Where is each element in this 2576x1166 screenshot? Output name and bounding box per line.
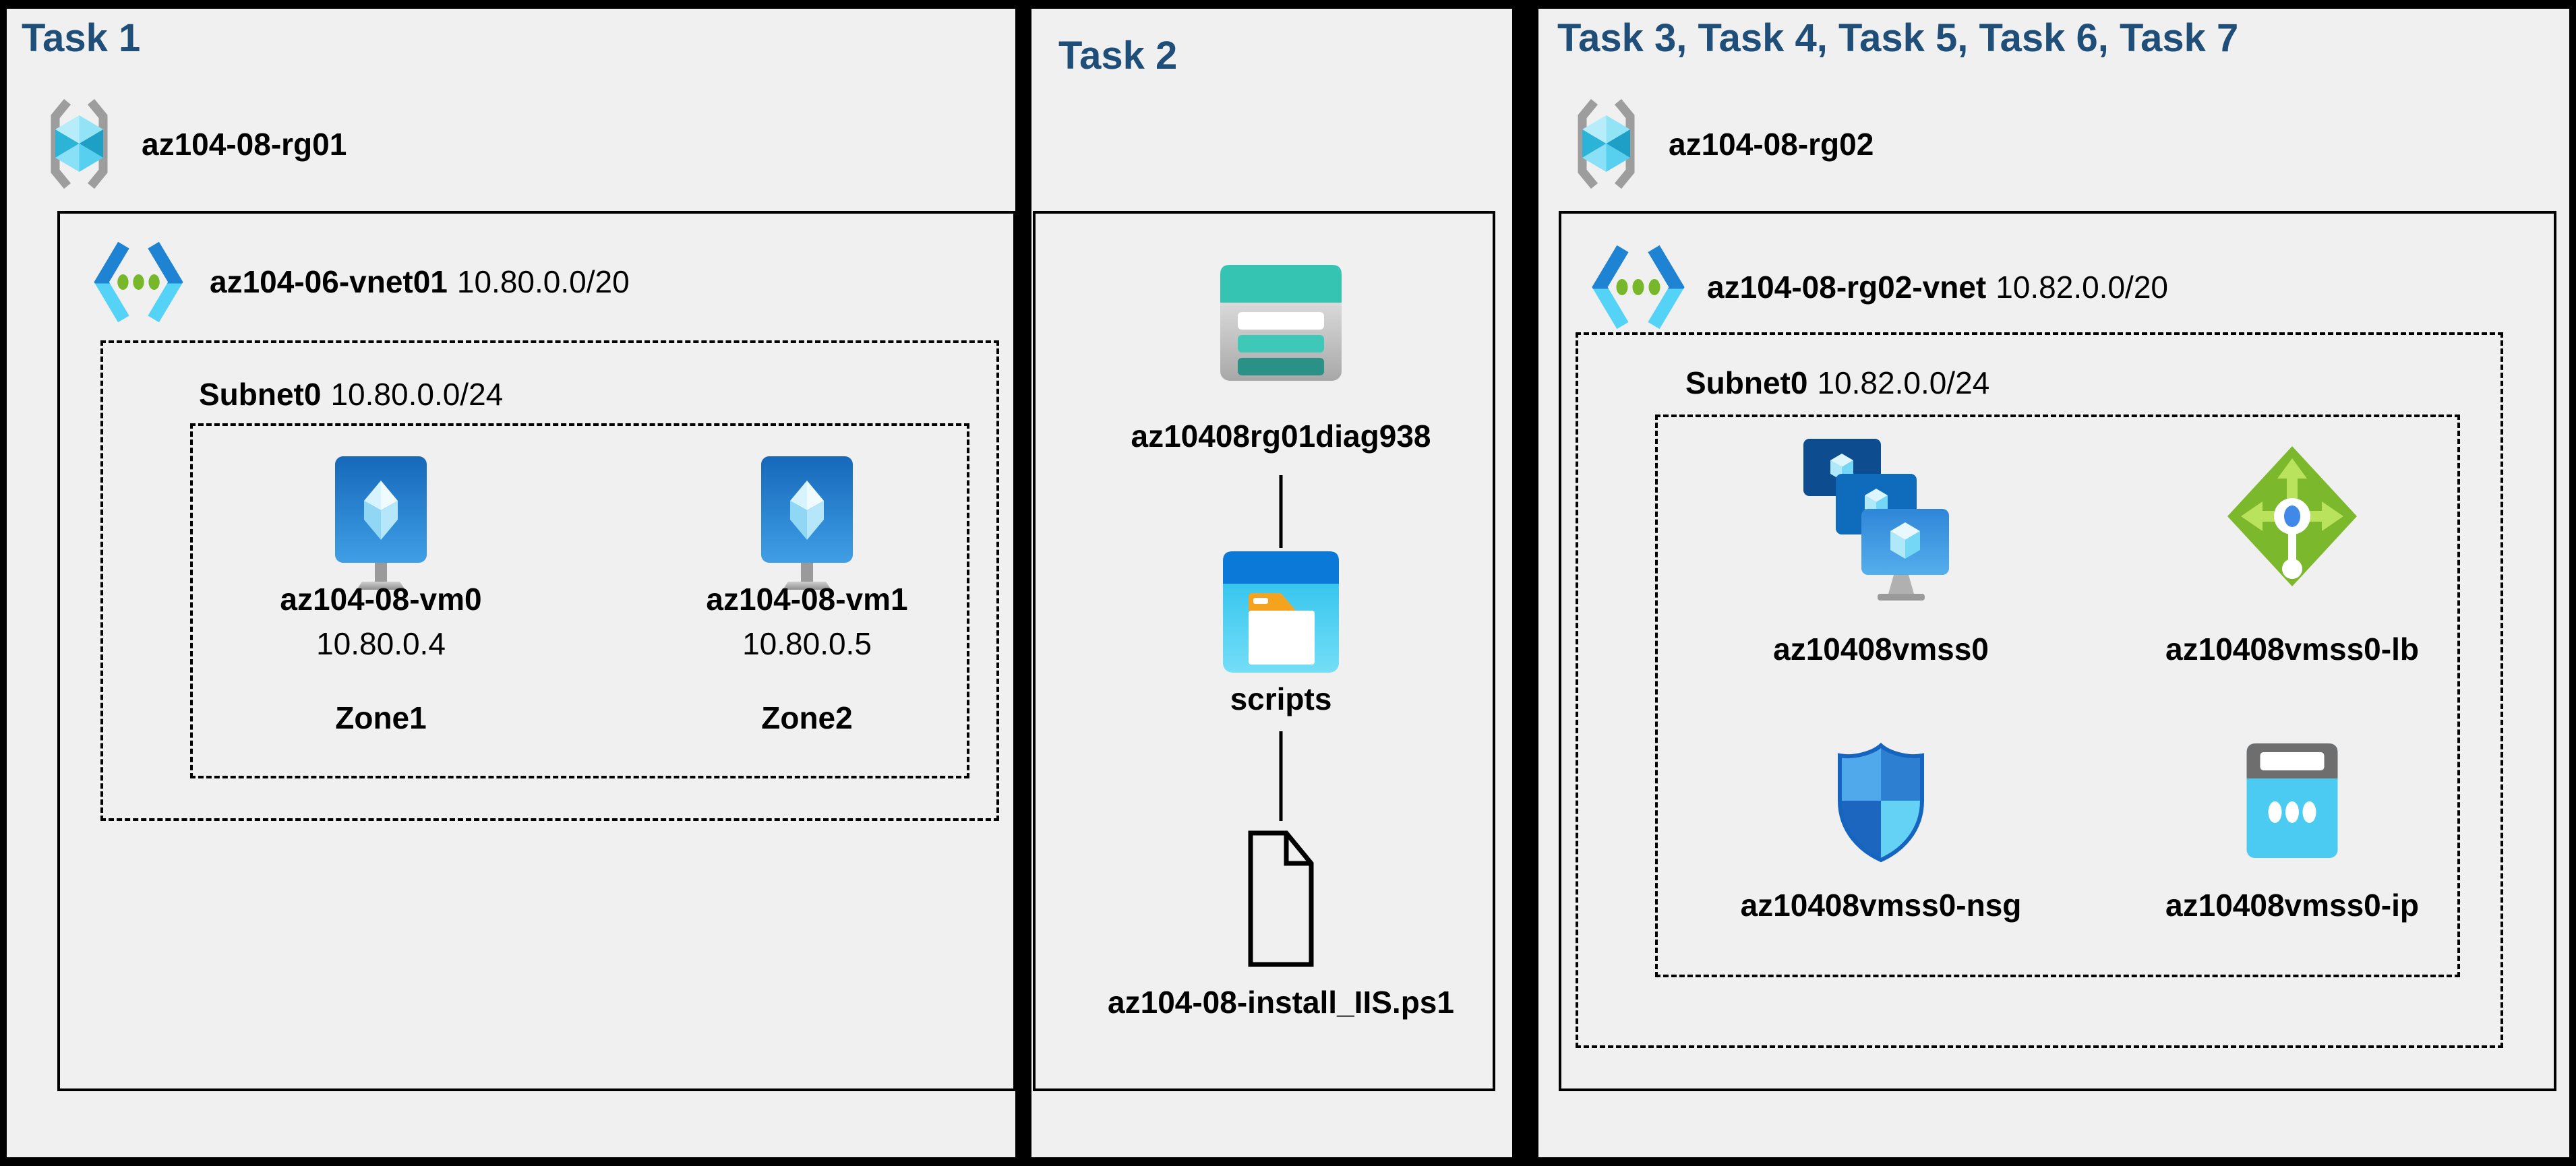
subnet-cidr: 10.80.0.0/24 — [330, 377, 504, 412]
task2-heading: Task 2 — [1058, 34, 1178, 78]
resource-group-icon — [47, 95, 111, 193]
zone-boundary — [190, 423, 969, 778]
subnet-boundary — [100, 340, 999, 821]
vnet-cidr: 10.82.0.0/20 — [1996, 270, 2168, 305]
vnet-boundary — [1559, 211, 2556, 1091]
resource-group-name: az104-08-rg01 — [142, 126, 347, 162]
panel-task1: Task 1 az104-08-rg01 — [7, 9, 1016, 1157]
vmss-boundary — [1655, 415, 2460, 977]
vm-scale-set-icon — [1803, 439, 1958, 602]
container-name: scripts — [1230, 681, 1332, 716]
vnet-boundary — [57, 211, 1016, 1091]
nsg-name: az10408vmss0-nsg — [1740, 888, 2022, 923]
public-ip-icon — [2246, 743, 2338, 858]
resource-group-row: az104-08-rg01 — [47, 95, 347, 193]
task2-boundary — [1033, 211, 1495, 1091]
network-security-group-icon — [1830, 740, 1931, 865]
vm-ip: 10.80.0.4 — [316, 626, 446, 661]
virtual-machine-icon — [334, 455, 428, 593]
task1-heading: Task 1 — [22, 16, 141, 60]
load-balancer-icon — [2225, 443, 2360, 588]
blob-container-icon — [1223, 551, 1339, 673]
storage-account-icon — [1220, 265, 1342, 381]
subnet-cidr: 10.82.0.0/24 — [1817, 365, 1990, 400]
virtual-network-icon — [1591, 243, 1685, 331]
public-ip-name: az10408vmss0-ip — [2165, 888, 2419, 923]
resource-group-name: az104-08-rg02 — [1669, 126, 1874, 162]
panel-task2: Task 2 az10408rg01diag938 scripts az104- — [1031, 9, 1512, 1157]
resource-group-icon — [1574, 95, 1638, 193]
vm-zone: Zone1 — [335, 700, 427, 735]
resource-group-row: az104-08-rg02 — [1574, 95, 1874, 193]
vm-ip: 10.80.0.5 — [742, 626, 872, 661]
script-file-name: az104-08-install_IIS.ps1 — [1108, 985, 1454, 1020]
connector-line — [1279, 475, 1283, 548]
vm-zone: Zone2 — [761, 700, 853, 735]
load-balancer-name: az10408vmss0-lb — [2165, 632, 2419, 667]
vmss-name: az10408vmss0 — [1773, 632, 1989, 667]
virtual-network-icon — [93, 240, 184, 324]
storage-account-name: az10408rg01diag938 — [1131, 419, 1431, 454]
virtual-machine-icon — [760, 455, 854, 593]
panel-task3-7: Task 3, Task 4, Task 5, Task 6, Task 7 a… — [1538, 9, 2569, 1157]
vm-name: az104-08-vm1 — [706, 582, 908, 617]
connector-line — [1279, 731, 1283, 821]
task3-7-heading: Task 3, Task 4, Task 5, Task 6, Task 7 — [1557, 16, 2239, 60]
script-file-icon — [1247, 830, 1315, 968]
vnet-cidr: 10.80.0.0/20 — [456, 264, 630, 299]
vm-name: az104-08-vm0 — [280, 582, 482, 617]
subnet-boundary — [1576, 332, 2503, 1048]
